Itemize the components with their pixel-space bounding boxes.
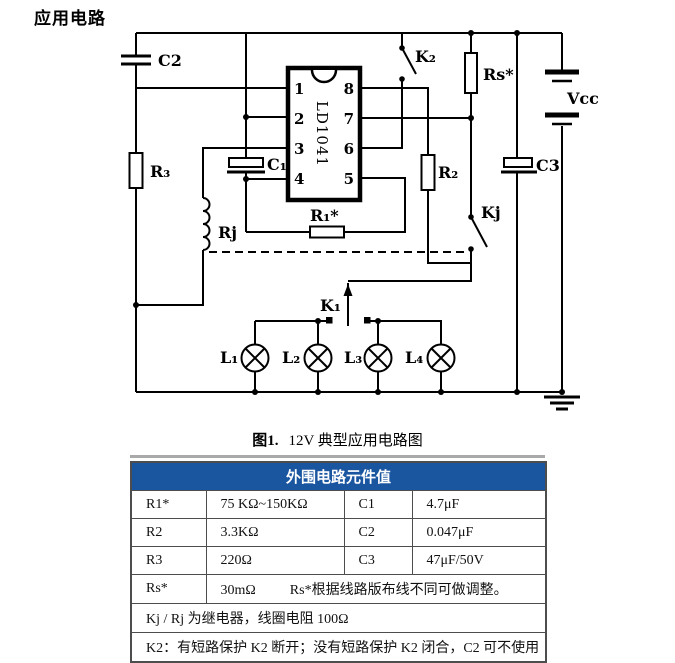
cell-r2-value: 3.3KΩ [205, 518, 345, 547]
pin-2: 2 [294, 110, 304, 128]
battery-vcc [545, 33, 579, 392]
cell-r1-label: R1* [130, 490, 207, 519]
table-title: 外围电路元件值 [130, 461, 547, 491]
component-labels: C2 R₃ C₁ Rj R₁* K₂ R₂ Rs* Kj C3 Vcc K₁ L… [150, 47, 599, 367]
label-l4: L₄ [405, 348, 423, 367]
resistor-rs [464, 30, 478, 217]
lamp-l3 [363, 321, 393, 395]
cell-r3-value: 220Ω [205, 546, 345, 575]
table-row: Rs* 30mΩ Rs*根据线路版布线不同可做调整。 [130, 574, 547, 604]
label-l2: L₂ [282, 348, 300, 367]
label-rs: Rs* [483, 65, 514, 84]
resistor-r1 [246, 177, 406, 239]
table-row: K2：有短路保护 K2 断开；没有短路保护 K2 闭合，C2 可不使用 [130, 632, 547, 663]
cell-c1-value: 4.7μF [411, 490, 547, 519]
figure-caption: 图1. 12V 典型应用电路图 [130, 429, 545, 450]
power-rails [135, 32, 562, 393]
cell-c3-label: C3 [343, 546, 413, 575]
label-r2: R₂ [438, 163, 458, 182]
figure-caption-text: 12V 典型应用电路图 [288, 433, 423, 449]
label-c3: C3 [536, 156, 560, 175]
capacitor-c3 [501, 30, 537, 395]
lamp-l4 [426, 343, 456, 395]
capacitor-c1 [227, 157, 265, 174]
rs-value: 30mΩ [220, 583, 256, 598]
lamp-l2 [303, 321, 333, 395]
pin-7: 7 [344, 110, 354, 128]
resistor-r2 [360, 87, 471, 264]
rs-note: Rs*根据线路版布线不同可做调整。 [289, 583, 508, 598]
cell-c2-label: C2 [343, 518, 413, 547]
label-r1: R₁* [310, 206, 339, 225]
cell-c1-label: C1 [343, 490, 413, 519]
cell-c3-value: 47μF/50V [411, 546, 547, 575]
table-row: R2 3.3KΩ C2 0.047μF [130, 518, 547, 547]
label-kj: Kj [481, 203, 501, 222]
cell-k2-note: K2：有短路保护 K2 断开；没有短路保护 K2 闭合，C2 可不使用 [130, 632, 547, 663]
cell-kj-note: Kj / Rj 为继电器，线圈电阻 100Ω [130, 603, 547, 633]
cell-c2-value: 0.047μF [411, 518, 547, 547]
relay-switch-kj [348, 214, 488, 282]
label-k1: K₁ [320, 296, 341, 315]
pin-6: 6 [344, 140, 354, 158]
pin-1: 1 [294, 80, 304, 98]
pin-8: 8 [344, 80, 354, 98]
label-l1: L₁ [220, 348, 238, 367]
components-table: 外围电路元件值 R1* 75 KΩ~150KΩ C1 4.7μF R2 3.3K… [130, 455, 548, 663]
lamp-l1 [240, 321, 270, 395]
label-c1: C₁ [267, 155, 287, 174]
resistor-r3 [128, 152, 144, 189]
switch-k2 [360, 33, 417, 149]
ic-ld1041: LD1041 1 2 3 4 8 7 6 5 [285, 65, 363, 203]
cell-rs-label: Rs* [130, 574, 207, 604]
circuit-diagram: LD1041 1 2 3 4 8 7 6 5 C2 R₃ C₁ Rj R₁* K… [121, 30, 599, 411]
table-row: Kj / Rj 为继电器，线圈电阻 100Ω [130, 603, 547, 633]
figure-number: 图1. [252, 433, 279, 449]
cell-r1-value: 75 KΩ~150KΩ [205, 490, 345, 519]
label-r3: R₃ [150, 162, 170, 181]
branch-c1 [243, 33, 288, 232]
pin-3: 3 [294, 140, 304, 158]
label-k2: K₂ [415, 47, 436, 66]
table-row: R1* 75 KΩ~150KΩ C1 4.7μF [130, 490, 547, 519]
pin7-wire [360, 115, 474, 121]
cell-r3-label: R3 [130, 546, 207, 575]
capacitor-c2 [121, 54, 151, 66]
table-top-edge [130, 455, 545, 458]
label-vcc: Vcc [566, 89, 599, 108]
ground-symbol [544, 389, 580, 411]
label-rj: Rj [218, 223, 237, 242]
label-l3: L₃ [344, 348, 362, 367]
table-header-row: 外围电路元件值 [130, 461, 547, 491]
table-row: R3 220Ω C3 47μF/50V [130, 546, 547, 575]
ic-label: LD1041 [313, 101, 331, 167]
lamp-rails [255, 318, 442, 345]
page-title: 应用电路 [34, 9, 106, 28]
label-c2: C2 [158, 51, 182, 70]
switch-k1 [326, 283, 371, 326]
pin-5: 5 [344, 170, 354, 188]
cell-r2-label: R2 [130, 518, 207, 547]
cell-rs-value-note: 30mΩ Rs*根据线路版布线不同可做调整。 [205, 574, 547, 604]
relay-coil-rj [133, 147, 288, 308]
pin-4: 4 [294, 170, 304, 188]
